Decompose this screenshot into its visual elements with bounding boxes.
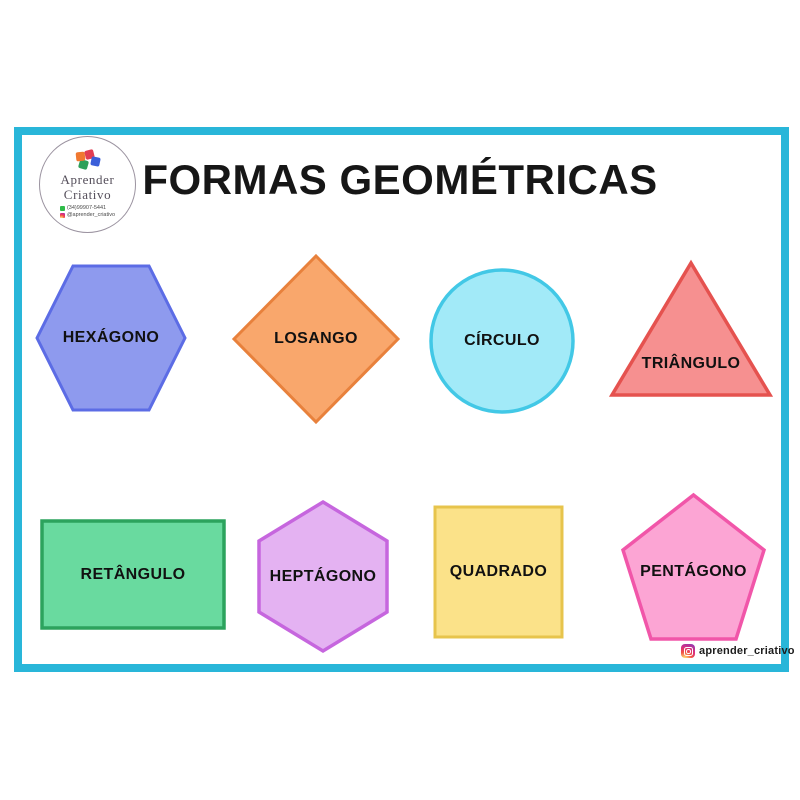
footer-credit: aprender_criativo (681, 643, 795, 659)
circle-graphic (429, 268, 575, 414)
shape-label-quadrado: QUADRADO (449, 563, 548, 580)
shape-hexagono: HEXÁGONO (33, 262, 189, 414)
logo-name-line1: Aprender (60, 172, 115, 187)
shape-triangulo: TRIÂNGULO (608, 259, 774, 399)
shape-pentagono: PENTÁGONO (620, 492, 767, 642)
logo-instagram-handle: @aprender_criativo (66, 212, 116, 218)
logo-phone: (34)99907-5441 (66, 205, 107, 211)
shape-label-retangulo: RETÂNGULO (80, 565, 186, 583)
shape-quadrado: QUADRADO (433, 505, 564, 639)
rectangle-graphic (40, 519, 226, 630)
logo-name-line2: Criativo (63, 187, 112, 202)
pentagon-graphic (620, 492, 767, 641)
shape-label-circulo: CÍRCULO (464, 332, 540, 349)
shape-label-triangulo: TRIÂNGULO (641, 355, 741, 373)
page-title: FORMAS GEOMÉTRICAS (142, 156, 658, 203)
shape-label-pentagono: PENTÁGONO (640, 562, 747, 580)
triangle-graphic (608, 259, 774, 397)
whatsapp-icon (59, 206, 65, 211)
shape-heptagono: HEPTÁGONO (256, 499, 390, 654)
shape-label-hexagono: HEXÁGONO (62, 329, 160, 346)
logo-contacts: (34)99907-5441 @aprender_criativo (59, 205, 116, 219)
instagram-icon (59, 213, 65, 218)
diamond-graphic (231, 253, 401, 425)
heptagon-graphic (257, 499, 389, 654)
shape-retangulo: RETÂNGULO (40, 519, 226, 630)
footer-instagram-handle: aprender_criativo (699, 645, 795, 657)
shape-label-losango: LOSANGO (274, 330, 358, 347)
hexagon-graphic (35, 264, 187, 412)
instagram-icon (681, 644, 695, 658)
logo-aprender-criativo: Aprender Criativo (34)99907-5441 @aprend… (39, 136, 136, 233)
square-graphic (433, 505, 564, 639)
shape-label-heptagono: HEPTÁGONO (269, 567, 377, 585)
shape-circulo: CÍRCULO (427, 266, 577, 416)
shape-losango: LOSANGO (231, 253, 401, 425)
